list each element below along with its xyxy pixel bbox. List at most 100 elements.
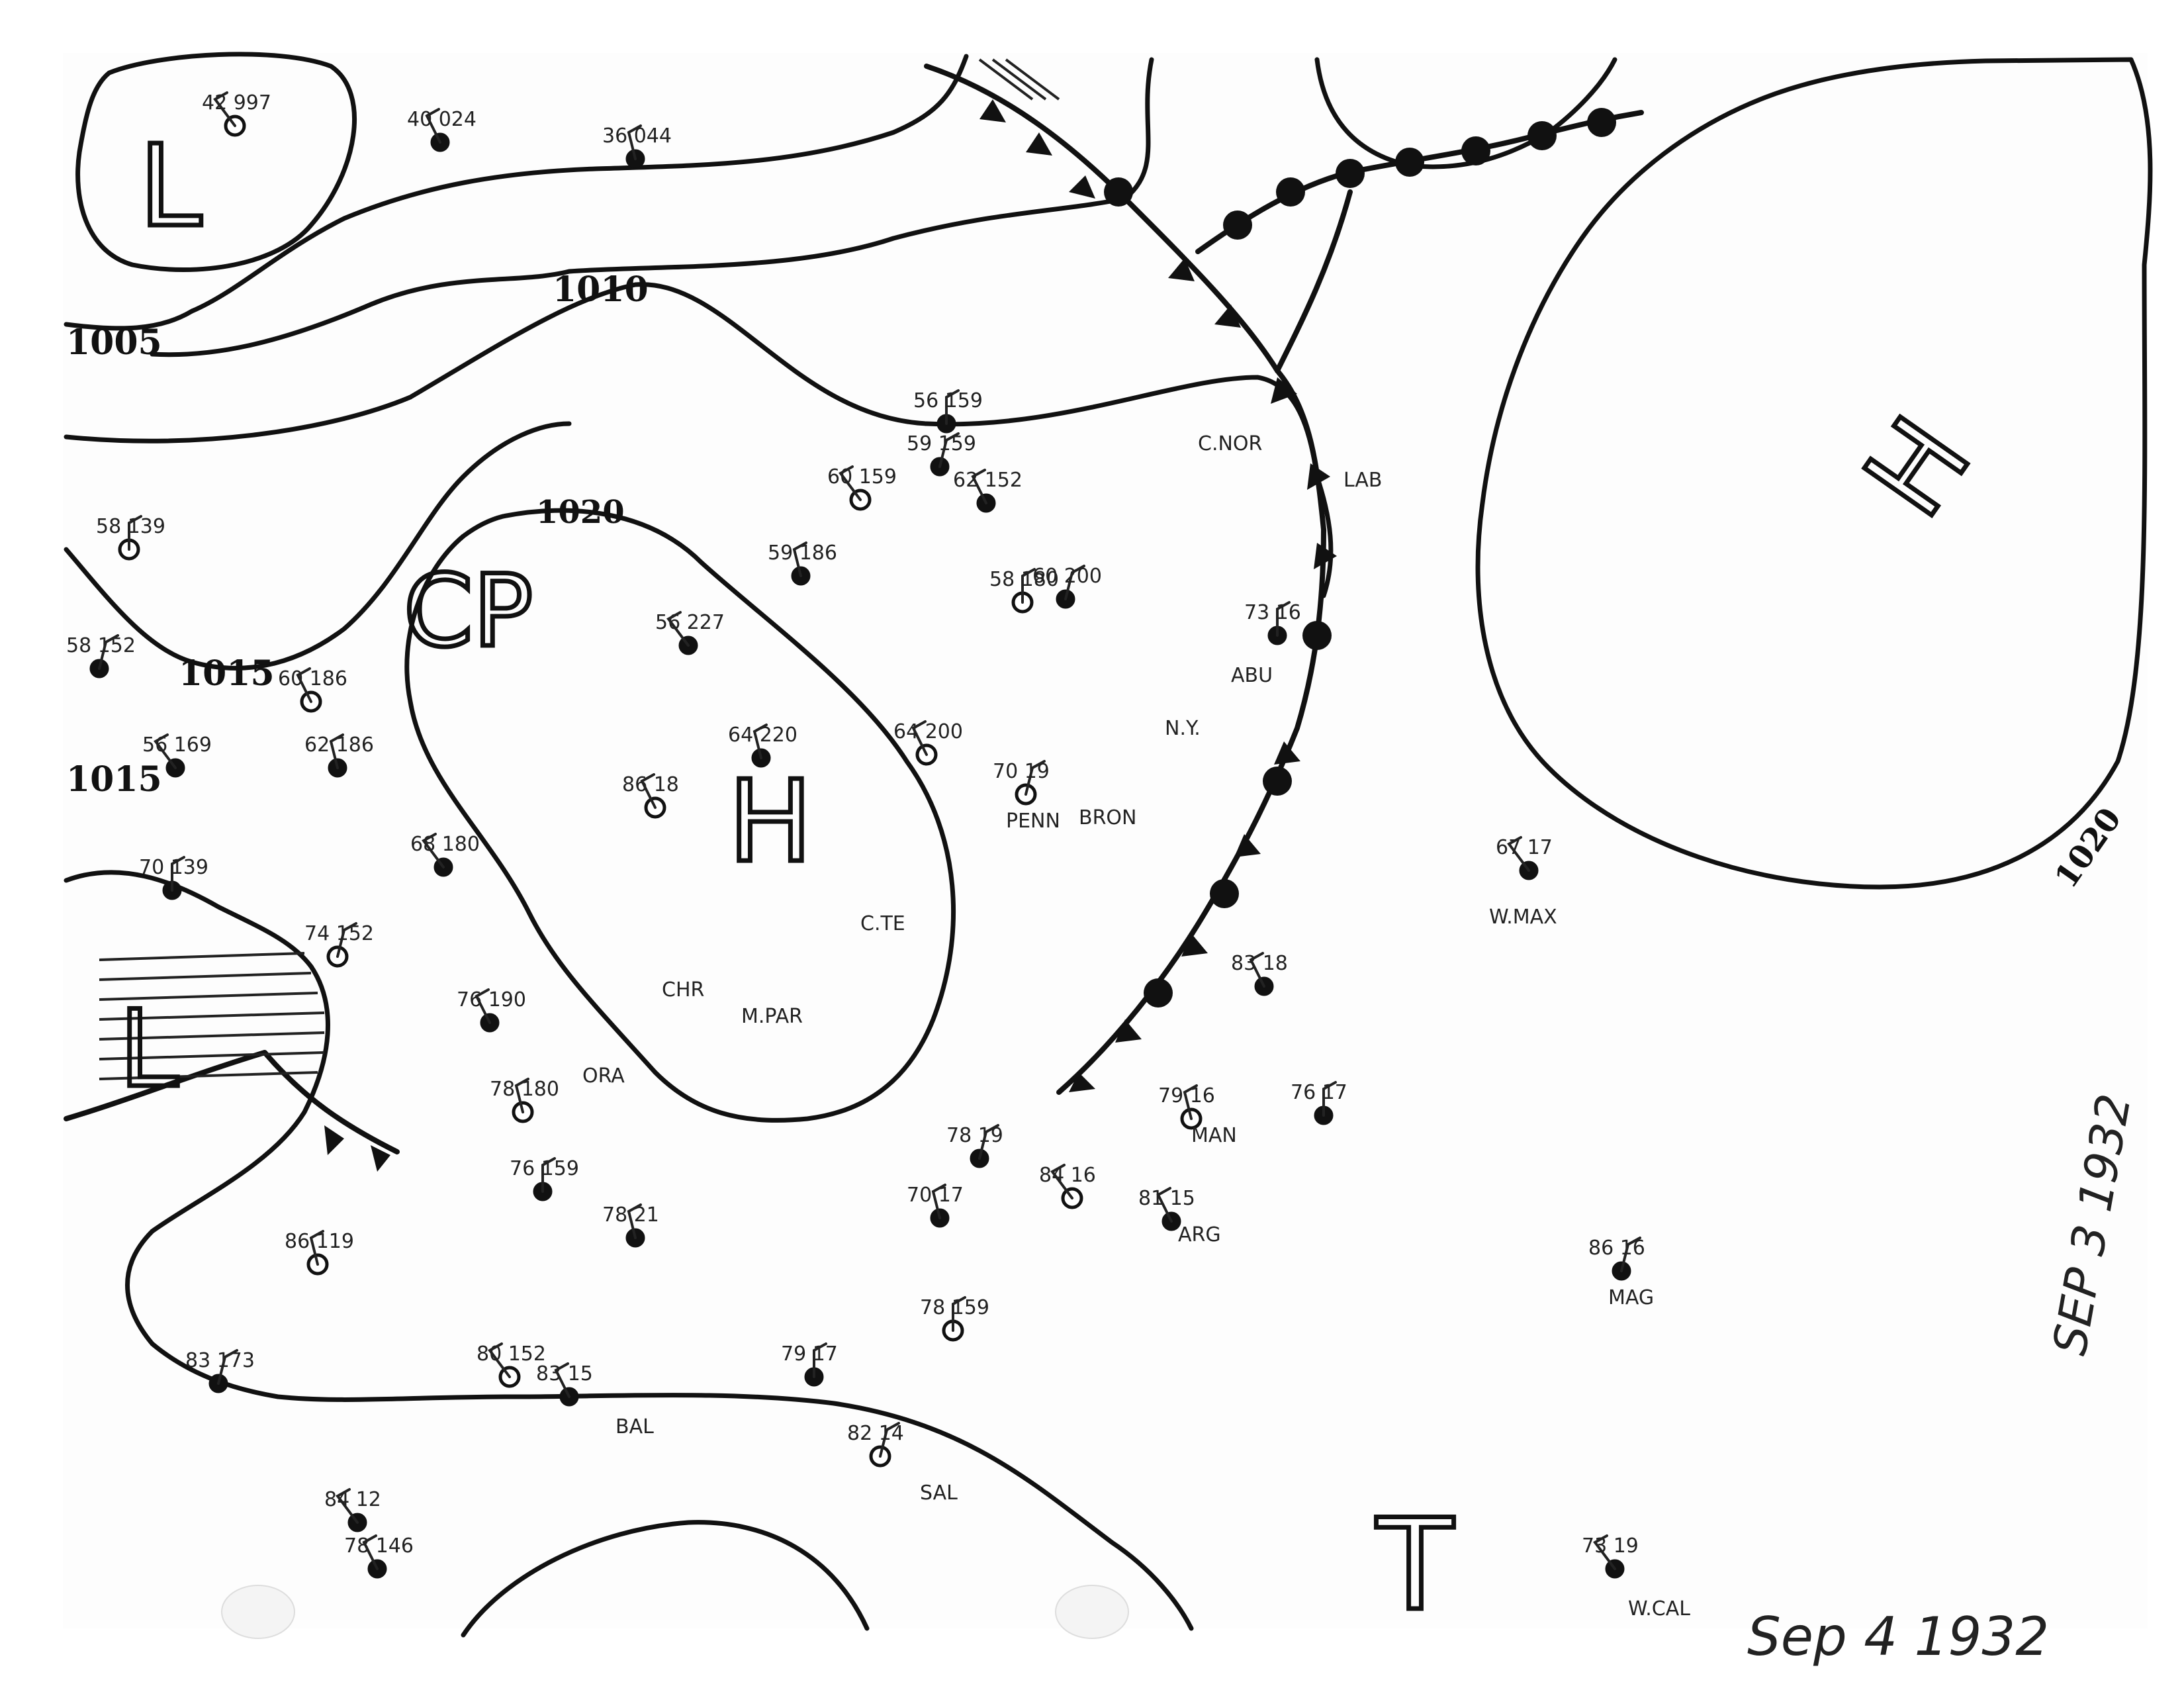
station-name: ARG [1178,1223,1221,1246]
wind-barb [627,1203,642,1239]
wind-barb [752,724,768,759]
wind-barb [879,1422,900,1458]
station-value: 78 146 [344,1534,414,1558]
station-value: 78 159 [920,1296,989,1319]
station-name: MAG [1608,1286,1654,1309]
isobar-1015-south [64,870,1194,1631]
stations [89,91,1641,1579]
wind-barb [1024,760,1046,796]
wind-barb [1593,1534,1616,1570]
wind-barb [1322,1081,1337,1117]
station-value: 78 19 [946,1124,1003,1147]
station-value: 40 024 [407,108,477,131]
wind-barb [911,720,928,756]
isobar-1015-lower [64,421,572,671]
high-pressure-center: H [728,757,813,888]
wind-barb [425,108,441,144]
station-value: 76 190 [457,988,526,1011]
station-value: 73 19 [1582,1534,1639,1558]
cold-front-barbs [979,99,1337,1092]
wind-barb [945,389,960,425]
station-value: 56 169 [142,733,212,757]
station-name: C.TE [860,912,905,935]
station-value: 79 17 [781,1342,838,1366]
wind-barb [1620,1237,1641,1272]
wind-barb [792,541,807,577]
station-value: 56 227 [655,611,725,634]
station-name: LAB [1343,469,1383,492]
station-name: C.NOR [1198,432,1262,455]
wind-barb [171,856,185,892]
station-value: 83 18 [1231,952,1288,975]
station-value: 62 152 [953,469,1023,492]
station-name: SAL [920,1481,958,1505]
wind-barb [217,1349,238,1385]
station-value: 74 152 [304,922,374,945]
wind-barb [296,667,312,703]
station-value: 64 200 [893,720,963,743]
station-value: 78 180 [490,1078,559,1101]
isobar-label: 1010 [553,269,649,310]
wind-barb [640,773,657,809]
station-value: 86 18 [622,773,679,796]
punch-hole [221,1585,295,1639]
wind-barb [422,833,445,868]
isobar-label: 1005 [66,322,162,363]
wind-barb [1050,1164,1073,1199]
station-name: CHR [662,978,704,1002]
station-value: 81 15 [1138,1187,1195,1210]
station-value: 76 159 [510,1157,579,1180]
station-name: M.PAR [741,1005,803,1028]
station-value: 68 180 [410,833,480,856]
date-annotation: Sep 4 1932 [1747,1606,2049,1667]
station-names: PENN N.Y. W.MAX W.CAL CHR M.PAR C.TE BRO… [582,432,1690,1620]
air-mass-label: CP [404,554,533,669]
air-mass-label: T [1376,1492,1454,1638]
station-value: 36 044 [602,124,672,148]
wind-barb [1276,601,1291,637]
wind-barb [938,432,960,468]
station-value: 84 12 [324,1488,381,1511]
wind-barb [971,469,987,504]
wind-barb [309,1230,324,1266]
station-value: 64 220 [728,724,797,747]
cold-front-sw [64,1050,400,1154]
warm-front-bumps [1104,177,1332,1008]
wind-barb [213,91,236,127]
station-value: 59 186 [768,541,837,565]
isobar-label: 1015 [66,759,162,800]
station-value: 67 17 [1496,836,1553,859]
wind-barb [1064,565,1085,600]
isobar-1020-east [1475,57,2153,890]
station-value: 78 21 [602,1203,659,1227]
station-value: 70 19 [993,760,1050,783]
wind-barb [1249,952,1265,988]
station-name: BRON [1079,806,1136,829]
station-name: PENN [1006,810,1060,833]
station-value: 59 159 [907,432,976,455]
station-value: 58 152 [66,634,136,657]
sw-front-barbs [324,1125,390,1172]
wind-barb [666,611,690,647]
wind-barb [154,733,177,769]
station-value: 73 16 [1244,601,1301,624]
station-value: 62 186 [304,733,374,757]
station-name: N.Y. [1165,717,1201,740]
station-value: 82 14 [847,1422,904,1445]
station-value: 58 139 [96,515,165,538]
wind-barb [336,1488,359,1524]
isobar [75,52,357,272]
wind-barb [362,1534,379,1570]
wind-barb [514,1078,529,1113]
station-value: 76 17 [1291,1081,1347,1104]
isobar-1020 [404,508,956,1123]
wind-barb [128,515,142,551]
station-value: 56 159 [913,389,983,412]
wind-barb [1183,1084,1198,1120]
wind-barb [336,922,357,958]
station-name: BAL [615,1415,654,1438]
fronts [64,64,1644,1172]
low-pressure-center: L [139,121,202,252]
station-value: 70 139 [139,856,208,879]
